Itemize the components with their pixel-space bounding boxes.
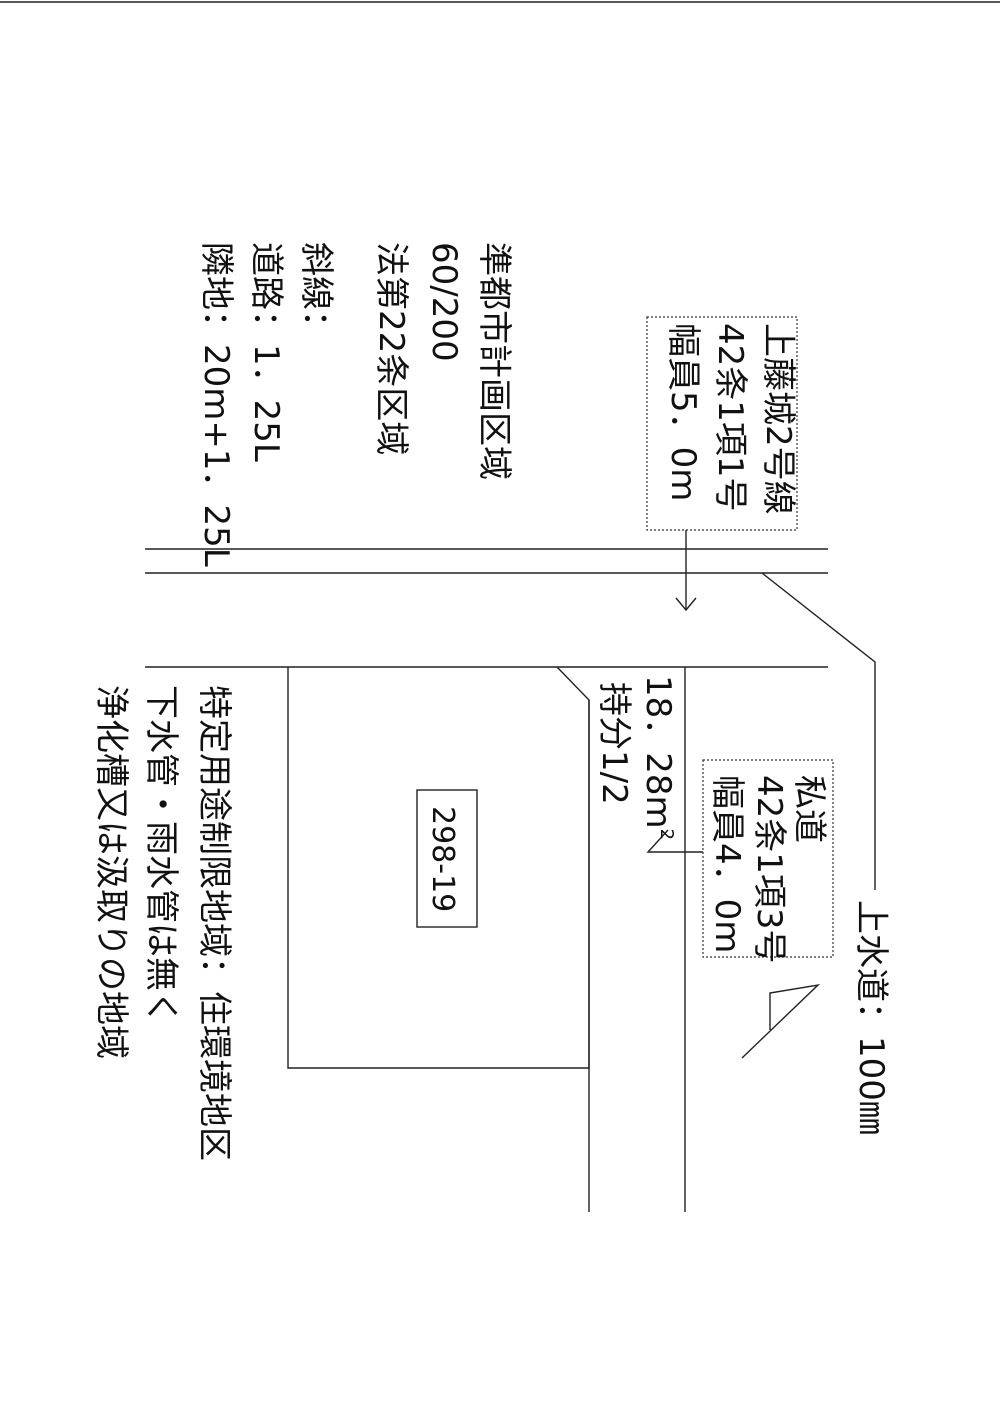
- zoning-line-3: 法第22条区域: [371, 242, 411, 455]
- svg-text:18．28m2: 18．28m2: [638, 675, 678, 840]
- zoning-line-5: 道路：1．25L: [246, 242, 286, 462]
- public-road-leader-arrow-icon: [675, 597, 697, 612]
- svg-text:上藤城2号線: 上藤城2号線: [758, 323, 798, 515]
- svg-text:私道: 私道: [789, 775, 829, 843]
- lot-number-box: [416, 789, 478, 928]
- svg-text:隣地：20m+1．25L: 隣地：20m+1．25L: [196, 242, 236, 567]
- svg-text:特定用途制限地域：住環境地区: 特定用途制限地域：住環境地区: [194, 685, 234, 1161]
- svg-text:298-19: 298-19: [425, 806, 460, 912]
- hand-mark: [741, 983, 821, 1059]
- svg-text:上水道：100㎜: 上水道：100㎜: [851, 900, 891, 1135]
- private-road-name: 私道: [789, 775, 829, 843]
- zoning-line-2: 60/200: [424, 242, 464, 362]
- svg-text:斜線：: 斜線：: [296, 242, 336, 344]
- zoning-line-4: 斜線：: [296, 242, 336, 344]
- svg-text:浄化槽又は汲取りの地域: 浄化槽又は汲取りの地域: [91, 685, 131, 1059]
- lot-outline: [287, 666, 590, 1069]
- share-area-size: 18．28m2: [638, 675, 678, 840]
- public-road-width: 幅員5．0m: [663, 323, 703, 501]
- svg-text:幅員5．0m: 幅員5．0m: [663, 323, 703, 501]
- private-road-label-box: [702, 759, 834, 958]
- svg-text:道路：1．25L: 道路：1．25L: [246, 242, 286, 462]
- private-road-leader: [646, 829, 703, 853]
- notes-line-1: 特定用途制限地域：住環境地区: [194, 685, 234, 1161]
- zoning-line-1: 準都市計画区域: [474, 242, 514, 480]
- lot-number: 298-19: [425, 806, 460, 912]
- svg-text:42条1項3号: 42条1項3号: [749, 775, 789, 964]
- public-road-label-box: [646, 316, 798, 531]
- zoning-line-6: 隣地：20m+1．25L: [196, 242, 236, 567]
- svg-text:持分1/2: 持分1/2: [594, 682, 634, 805]
- svg-text:法第22条区域: 法第22条区域: [371, 242, 411, 455]
- private-road-article: 42条1項3号: [749, 775, 789, 964]
- private-road-width: 幅員4．0m: [707, 775, 747, 953]
- share-area-share: 持分1/2: [594, 682, 634, 805]
- svg-text:準都市計画区域: 準都市計画区域: [474, 242, 514, 480]
- svg-text:60/200: 60/200: [424, 242, 464, 362]
- notes-line-2: 下水管・雨水管は無く: [141, 685, 181, 1025]
- notes-line-3: 浄化槽又は汲取りの地域: [91, 685, 131, 1059]
- svg-text:幅員4．0m: 幅員4．0m: [707, 775, 747, 953]
- svg-text:下水管・雨水管は無く: 下水管・雨水管は無く: [141, 685, 181, 1025]
- public-road-name: 上藤城2号線: [758, 323, 798, 515]
- water-supply-label: 上水道：100㎜: [851, 900, 891, 1135]
- public-road-article: 42条1項1号: [710, 323, 750, 512]
- svg-text:42条1項1号: 42条1項1号: [710, 323, 750, 512]
- water-supply-leader: [761, 572, 876, 890]
